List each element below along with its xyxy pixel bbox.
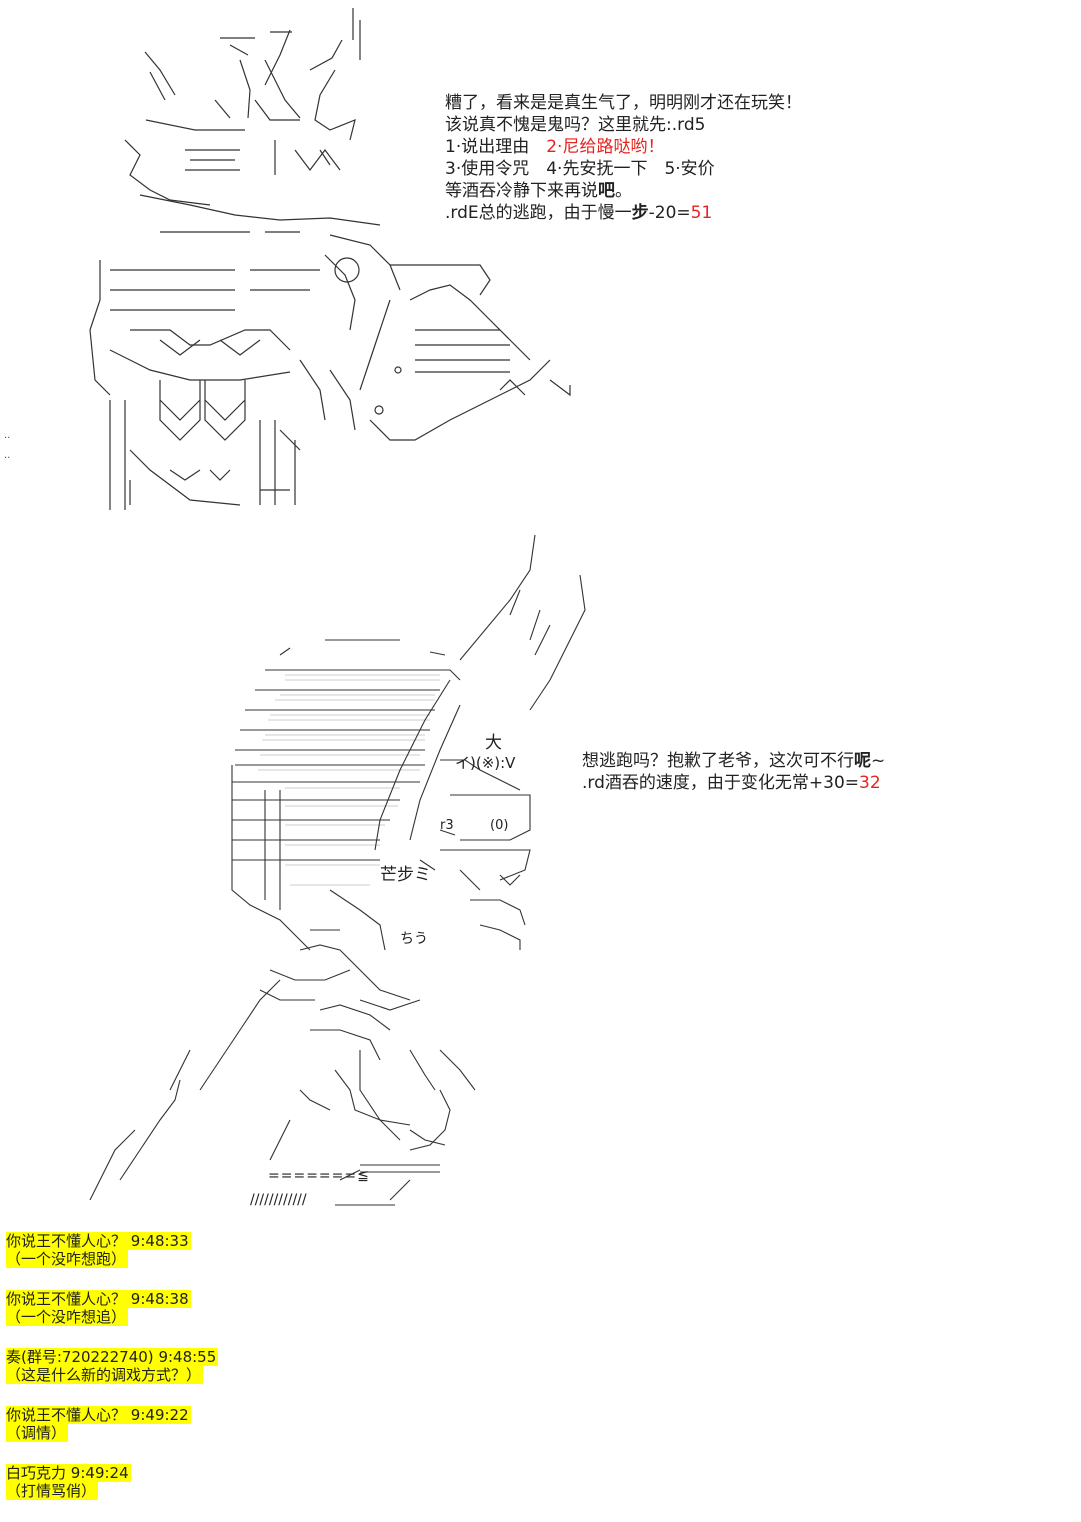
- chat-time: 9:49:22: [130, 1406, 189, 1424]
- dialog-text: 该说真不愧是鬼吗？这里就先:.rd5: [445, 115, 706, 135]
- art-label-eye: 芒步ミ: [380, 865, 431, 885]
- chat-header: 你说王不懂人心？ 9:48:38: [6, 1290, 191, 1308]
- scene1-line-5: 等酒吞冷静下来再说吧。: [445, 180, 802, 202]
- chat-time: 9:48:33: [130, 1232, 189, 1250]
- dialog-red-text: 51: [690, 203, 713, 223]
- chat-header: 你说王不懂人心？ 9:48:33: [6, 1232, 191, 1250]
- chat-sender: 你说王不懂人心？: [6, 1406, 127, 1424]
- margin-dots: ····: [4, 433, 11, 464]
- chat-time: 9:48:38: [130, 1290, 189, 1308]
- dialog-red-text: 2·尼给路哒哟！: [546, 137, 665, 157]
- art-label-slashes: ////////////: [250, 1192, 307, 1208]
- chat-header: 白巧克力 9:49:24: [6, 1464, 131, 1482]
- dialog-text: 等酒吞冷静下来再说: [445, 181, 598, 201]
- chat-time: 9:49:24: [70, 1464, 129, 1482]
- chat-message: 奏(群号:720222740) 9:48:55 （这是什么新的调戏方式？）: [6, 1348, 219, 1384]
- chat-message: 你说王不懂人心？ 9:48:33 （一个没咋想跑）: [6, 1232, 218, 1268]
- dialog-bold-text: 吧: [598, 181, 615, 201]
- dialog-text: 想逃跑吗？抱歉了老爷，这次可不行: [582, 751, 854, 771]
- dialog-text: .rdE总的逃跑，由于慢一: [445, 203, 632, 223]
- chat-text: （调情）: [6, 1424, 69, 1442]
- chat-sender: 白巧克力: [6, 1464, 67, 1482]
- chat-log: 你说王不懂人心？ 9:48:33 （一个没咋想跑） 你说王不懂人心？ 9:48:…: [6, 1232, 219, 1522]
- dialog-red-text: 32: [859, 773, 881, 793]
- dialog-text: 1·说出理由: [445, 137, 547, 157]
- dialog-text: 。: [615, 181, 632, 201]
- chat-time: 9:48:55: [158, 1348, 217, 1366]
- art-label-zero: (0): [490, 818, 509, 833]
- chat-sender: 奏(群号:720222740): [6, 1348, 154, 1366]
- scene1-ascii-art: [70, 0, 590, 520]
- scene2-line-1: 想逃跑吗？抱歉了老爷，这次可不行呢~: [582, 750, 885, 772]
- chat-text: （打情骂俏）: [6, 1482, 99, 1500]
- dialog-text: ~: [871, 751, 886, 771]
- chat-text: （一个没咋想跑）: [6, 1250, 129, 1268]
- dialog-bold-text: 呢: [854, 751, 871, 771]
- art-label-ra: r3: [440, 818, 454, 833]
- chat-header: 你说王不懂人心？ 9:49:22: [6, 1406, 191, 1424]
- chat-sender: 你说王不懂人心？: [6, 1290, 127, 1308]
- dialog-bold-text: 步: [631, 203, 649, 223]
- scene2-dialog: 想逃跑吗？抱歉了老爷，这次可不行呢~ .rd酒吞的速度，由于变化无常+30=32: [582, 750, 885, 794]
- scene1-line-6: .rdE总的逃跑，由于慢一步-20=51: [445, 202, 802, 224]
- chat-message: 你说王不懂人心？ 9:48:38 （一个没咋想追）: [6, 1290, 218, 1326]
- scene1-line-4: 3·使用令咒 4·先安抚一下 5·安价: [445, 158, 802, 180]
- scene1-dialog: 糟了，看来是是真生气了，明明刚才还在玩笑！ 该说真不愧是鬼吗？这里就先:.rd5…: [445, 92, 802, 224]
- chat-text: （一个没咋想追）: [6, 1308, 129, 1326]
- dialog-text: .rd酒吞的速度，由于变化无常+30=: [582, 773, 860, 793]
- dialog-text: 糟了，看来是是真生气了，明明刚才还在玩笑！: [445, 93, 802, 113]
- scene1-line-2: 该说真不愧是鬼吗？这里就先:.rd5: [445, 114, 802, 136]
- chat-message: 你说王不懂人心？ 9:49:22 （调情）: [6, 1406, 218, 1442]
- art-label-big: 大: [485, 733, 502, 753]
- chat-text: （这是什么新的调戏方式？）: [6, 1366, 204, 1384]
- chat-header: 奏(群号:720222740) 9:48:55: [6, 1348, 219, 1366]
- scene2-line-2: .rd酒吞的速度，由于变化无常+30=32: [582, 772, 885, 794]
- art-label-to: ちう: [400, 931, 428, 947]
- chat-sender: 你说王不懂人心？: [6, 1232, 127, 1250]
- dialog-text: -20=: [648, 203, 691, 223]
- scene1-line-3: 1·说出理由 2·尼给路哒哟！: [445, 136, 802, 158]
- art-label-equals: =======≦: [268, 1168, 370, 1184]
- scene1-line-1: 糟了，看来是是真生气了，明明刚才还在玩笑！: [445, 92, 802, 114]
- dialog-text: 3·使用令咒 4·先安抚一下 5·安价: [445, 159, 715, 179]
- art-label-mark: イ)(※):V: [455, 754, 516, 772]
- scene2-ascii-art: [80, 530, 600, 1220]
- chat-message: 白巧克力 9:49:24 （打情骂俏）: [6, 1464, 218, 1500]
